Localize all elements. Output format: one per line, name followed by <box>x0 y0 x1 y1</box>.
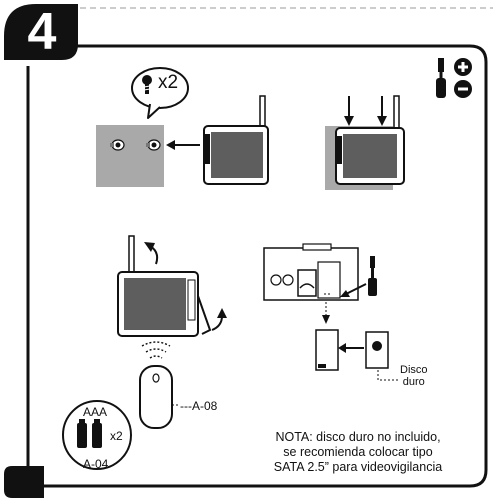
hard-drive-label-line1: Disco <box>400 364 428 376</box>
hard-drive-label-line2: duro <box>402 376 425 388</box>
step-badge <box>4 4 78 60</box>
batteries-image <box>62 400 132 470</box>
screw-icon <box>142 75 152 94</box>
note-line1: NOTA: disco duro no incluido, <box>275 430 441 444</box>
remote-control-image <box>139 365 180 429</box>
battery-part-code: A-04 <box>83 457 109 471</box>
hard-drive-bay-image <box>263 243 359 301</box>
rotate-arrow-icon <box>144 242 159 265</box>
arrow-left-icon <box>166 140 200 150</box>
arrow-down-icon <box>377 96 387 126</box>
note-text: NOTA: disco duro no incluido, se recomie… <box>232 430 484 475</box>
minus-icon <box>454 80 472 98</box>
hard-drive-image <box>365 331 398 381</box>
wifi-signal-icon <box>141 341 171 359</box>
monitor-image <box>117 235 212 337</box>
arrow-down-icon <box>322 302 330 324</box>
hard-drive-label: Disco duro <box>400 364 428 388</box>
plus-icon <box>454 58 472 76</box>
screw-callout <box>131 67 189 119</box>
frame-corner <box>4 466 44 498</box>
wall-panel <box>96 125 164 187</box>
screw-icon <box>146 139 161 151</box>
screw-icon <box>110 139 125 151</box>
rotate-arrow-icon <box>211 308 227 331</box>
note-line3: SATA 2.5” para videovigilancia <box>273 460 443 474</box>
remote-part-code: ---A-08 <box>180 399 218 413</box>
monitor-image <box>335 95 405 185</box>
screwdriver-icon <box>368 256 377 296</box>
battery-type: AAA <box>83 405 108 419</box>
note-line2: se recomienda colocar tipo <box>283 445 433 459</box>
hard-drive-slot-image <box>315 329 339 371</box>
arrow-left-icon <box>338 343 364 353</box>
screwdriver-icon <box>436 58 446 98</box>
screw-quantity: x2 <box>158 72 179 93</box>
arrow-down-icon <box>344 96 354 126</box>
monitor-image <box>203 95 269 185</box>
step-frame <box>26 44 488 488</box>
battery-quantity: x2 <box>110 429 123 443</box>
arrow-left-icon <box>340 283 367 297</box>
step-number: 4 <box>27 3 57 61</box>
